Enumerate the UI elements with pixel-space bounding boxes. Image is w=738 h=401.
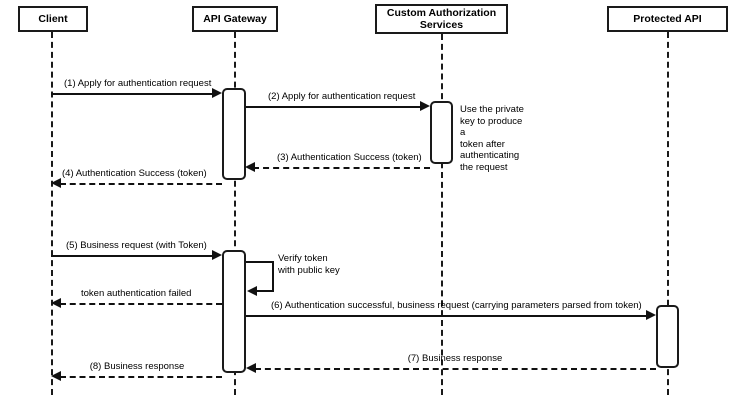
message-line-4 [60,183,222,185]
self-message-arrowhead [247,286,257,296]
message-label-token-auth-failed: token authentication failed [81,288,192,299]
message-line-7 [255,368,656,370]
activation-protected-api [656,305,679,368]
message-line-2 [246,106,420,108]
lifeline-label-custom-authorization-services: Custom Authorization Services [386,7,497,31]
activation-api-gateway-auth [222,88,246,180]
lifeline-label-api-gateway: API Gateway [203,13,267,25]
self-message-bottom-segment [256,290,274,292]
lifeline-api-gateway [234,32,236,395]
message-arrowhead-token-auth-failed [51,298,61,308]
lifeline-label-client: Client [38,13,68,25]
message-label-3: (3) Authentication Success (token) [277,152,422,163]
lifeline-header-protected-api[interactable]: Protected API [607,6,728,32]
self-message-label: Verify token with public key [278,253,340,276]
self-message-right-segment [272,261,274,292]
message-arrowhead-6 [646,310,656,320]
lifeline-custom-authorization-services [441,34,443,395]
message-arrowhead-8 [51,371,61,381]
lifeline-header-client[interactable]: Client [18,6,88,32]
message-line-3 [253,167,430,169]
lifeline-label-protected-api: Protected API [633,13,702,25]
lifeline-protected-api [667,32,669,395]
message-label-6: (6) Authentication successful, business … [271,300,642,311]
activation-api-gateway-business [222,250,246,373]
lifeline-header-custom-authorization-services[interactable]: Custom Authorization Services [375,4,508,34]
message-arrowhead-5 [212,250,222,260]
note-private-key: Use the private key to produce a token a… [460,104,524,173]
activation-custom-authorization-services [430,101,453,164]
message-line-token-auth-failed [60,303,222,305]
message-arrowhead-1 [212,88,222,98]
message-line-8 [60,376,222,378]
message-line-5 [51,255,212,257]
message-label-4: (4) Authentication Success (token) [62,168,207,179]
lifeline-header-api-gateway[interactable]: API Gateway [192,6,278,32]
lifeline-client [51,32,53,395]
message-label-2: (2) Apply for authentication request [268,91,416,102]
message-arrowhead-2 [420,101,430,111]
message-arrowhead-3 [245,162,255,172]
message-arrowhead-7 [246,363,256,373]
message-arrowhead-4 [51,178,61,188]
message-line-6 [246,315,646,317]
message-label-1: (1) Apply for authentication request [64,78,212,89]
message-label-8: (8) Business response [89,361,185,372]
message-label-5: (5) Business request (with Token) [66,240,207,251]
message-line-1 [51,93,212,95]
self-message-top-segment [246,261,274,263]
message-label-7: (7) Business response [407,353,503,364]
